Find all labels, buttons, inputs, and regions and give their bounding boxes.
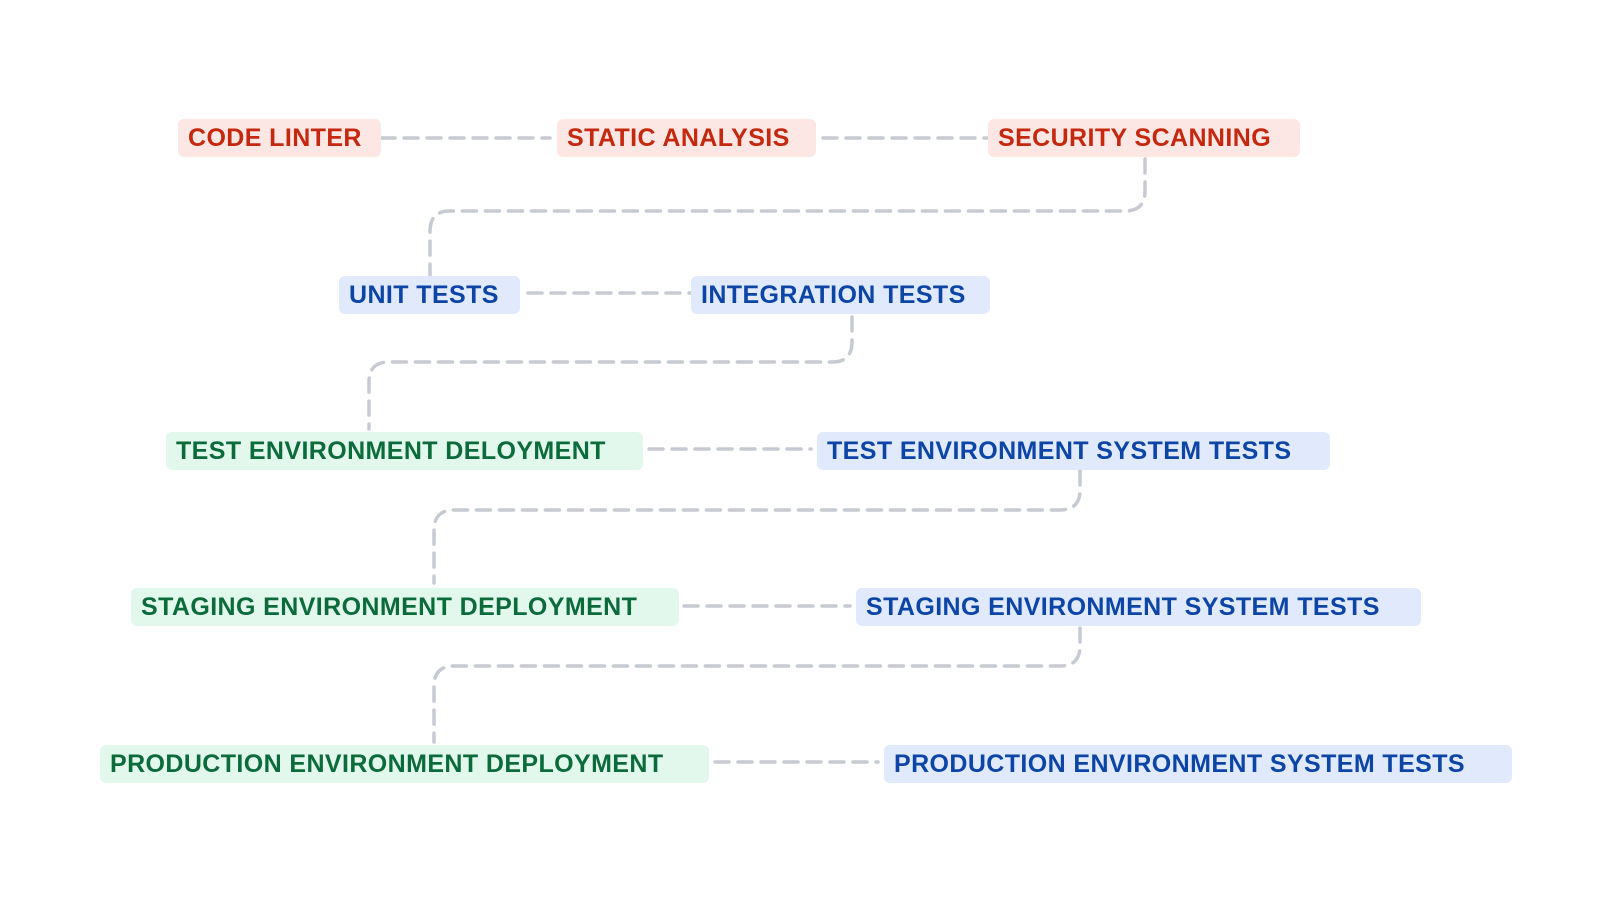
node-production-env-deployment: PRODUCTION ENVIRONMENT DEPLOYMENT: [100, 745, 709, 783]
connector-test-env-system-tests-to-staging-env-deployment: [432, 469, 1082, 585]
node-production-env-system-tests: PRODUCTION ENVIRONMENT SYSTEM TESTS: [884, 745, 1512, 783]
node-code-linter: CODE LINTER: [178, 119, 381, 157]
node-test-env-deployment: TEST ENVIRONMENT DELOYMENT: [166, 432, 643, 470]
node-static-analysis: STATIC ANALYSIS: [557, 119, 816, 157]
node-security-scanning: SECURITY SCANNING: [988, 119, 1300, 157]
node-staging-env-system-tests: STAGING ENVIRONMENT SYSTEM TESTS: [856, 588, 1421, 626]
node-unit-tests: UNIT TESTS: [339, 276, 520, 314]
node-test-env-system-tests: TEST ENVIRONMENT SYSTEM TESTS: [817, 432, 1330, 470]
node-staging-env-deployment: STAGING ENVIRONMENT DEPLOYMENT: [131, 588, 679, 626]
connector-security-scanning-to-unit-tests: [428, 157, 1147, 278]
node-integration-tests: INTEGRATION TESTS: [691, 276, 990, 314]
connector-staging-env-system-tests-to-production-env-deployment: [432, 626, 1082, 744]
connector-integration-tests-to-test-env-deployment: [367, 315, 854, 431]
